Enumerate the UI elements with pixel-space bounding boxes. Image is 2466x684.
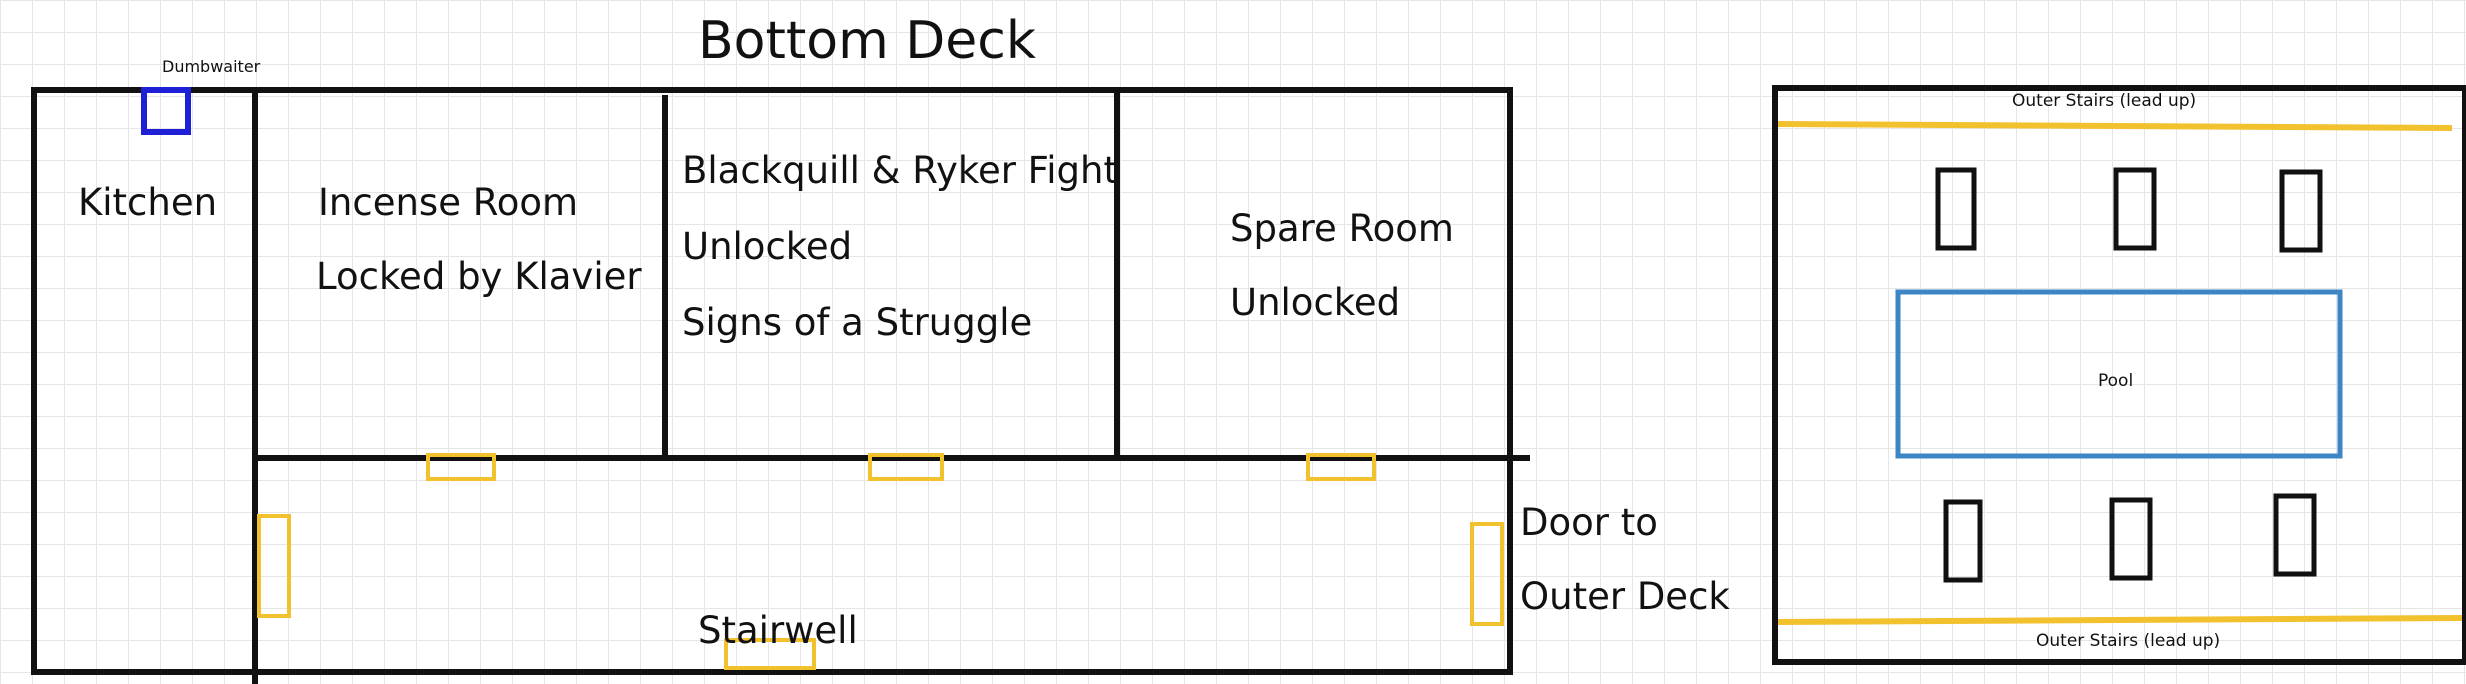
- door-stairwell: [724, 638, 816, 670]
- door-outer-deck: [1470, 522, 1504, 626]
- outer-stairs-bottom: [1777, 615, 2463, 625]
- outer-door-label-line2: Outer Deck: [1520, 575, 1730, 618]
- lounge-chair: [2113, 167, 2157, 251]
- lounge-chair: [1943, 499, 1983, 583]
- page-title: Bottom Deck: [698, 11, 1036, 71]
- lounge-chair: [1935, 167, 1977, 251]
- pool-label: Pool: [2098, 371, 2134, 391]
- fight-room-note: Signs of a Struggle: [682, 301, 1033, 344]
- outer-stairs-bottom-label: Outer Stairs (lead up): [2036, 631, 2221, 651]
- incense-room-status: Locked by Klavier: [316, 255, 642, 298]
- dumbwaiter-shaft: [141, 87, 191, 135]
- outer-stairs-top-label: Outer Stairs (lead up): [2012, 91, 2197, 111]
- fight-room-status: Unlocked: [682, 225, 853, 268]
- spare-room-label: Spare Room: [1230, 207, 1454, 250]
- bottom-deck-outline: [31, 87, 1513, 675]
- door-incense-room: [426, 453, 496, 481]
- outer-deck-outline: [1772, 85, 2466, 665]
- lounge-chair: [2109, 497, 2153, 581]
- pool-basin: [1895, 289, 2343, 459]
- dumbwaiter-label: Dumbwaiter: [162, 57, 261, 76]
- incense-room-label: Incense Room: [318, 181, 579, 224]
- lounge-chair: [2273, 493, 2317, 577]
- stairwell-label: Stairwell: [698, 609, 858, 652]
- lounge-chair: [2279, 169, 2323, 253]
- door-spare-room: [1306, 453, 1376, 481]
- outer-door-label-line1: Door to: [1520, 501, 1658, 544]
- outer-stairs-top: [1777, 121, 2453, 131]
- fight-room-label: Blackquill & Ryker Fight: [682, 149, 1118, 192]
- spare-room-status: Unlocked: [1230, 281, 1401, 324]
- kitchen-label: Kitchen: [78, 181, 218, 224]
- door-fight-room: [868, 453, 944, 481]
- door-kitchen: [257, 514, 291, 618]
